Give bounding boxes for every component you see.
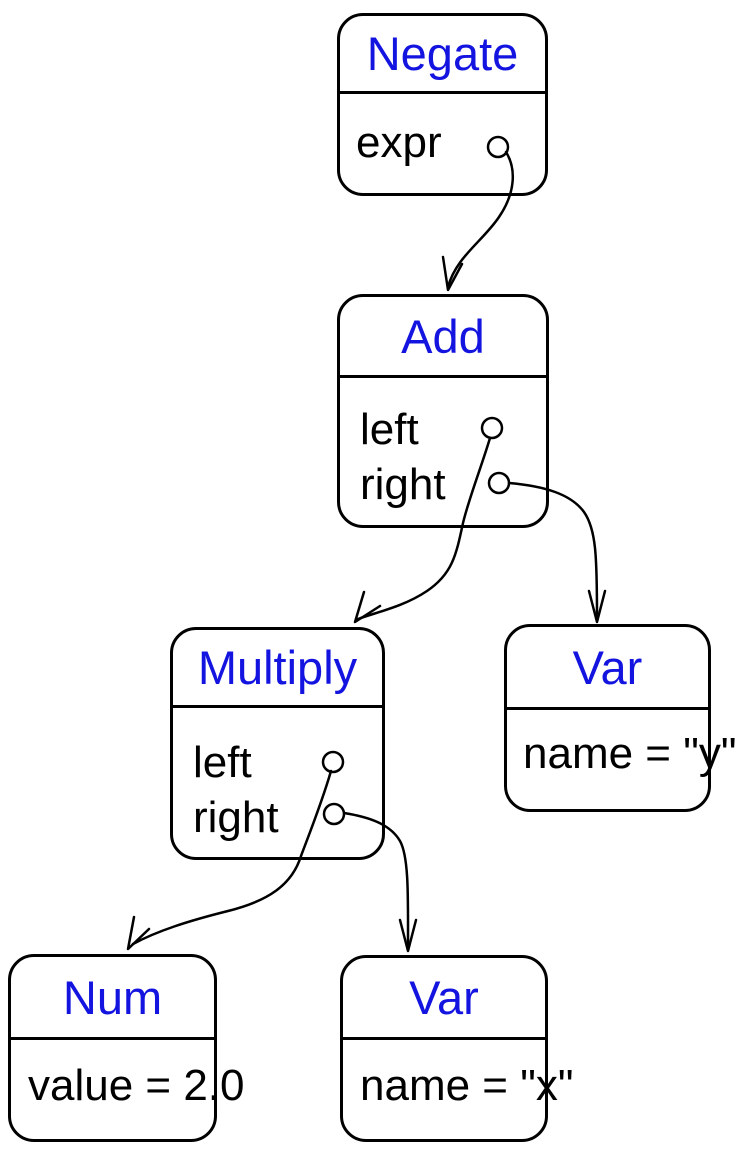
node-multiply: Multiply left right [170,627,385,860]
node-num-fields: value = 2.0 [11,1040,245,1113]
node-var-x-fields: name = "x" [343,1040,573,1113]
node-var-x: Var name = "x" [340,955,573,1142]
node-num: Num value = 2.0 [8,954,245,1142]
node-negate-fields: expr [340,94,545,170]
node-negate-title: Negate [340,16,545,94]
field-right-label: right [360,459,446,509]
field-value-text: value = 2.0 [28,1060,245,1110]
field-name: name = "y" [523,726,736,781]
field-expr: expr [356,115,545,170]
field-name-value: name = "y" [523,728,737,778]
field-name: name = "x" [360,1058,573,1113]
field-name-value: name = "x" [360,1060,574,1110]
arrowhead-icon [398,918,418,953]
field-expr-label: expr [356,117,442,167]
field-right-label: right [193,792,279,842]
field-left-label: left [360,404,419,454]
field-value: value = 2.0 [28,1058,245,1113]
node-var-x-title: Var [343,958,545,1040]
node-add-fields: left right [340,378,546,512]
arrowhead-icon [587,589,607,624]
node-add-title: Add [340,297,546,378]
arrowhead-icon [441,255,464,292]
field-left: left [360,402,546,457]
field-left: left [193,735,382,790]
field-right: right [193,790,382,845]
node-add: Add left right [337,294,549,528]
field-left-label: left [193,737,252,787]
node-multiply-title: Multiply [173,630,382,708]
node-var-y-fields: name = "y" [507,710,736,781]
field-right: right [360,457,546,512]
node-var-y-title: Var [507,627,708,710]
arrowhead-icon [353,590,382,624]
node-var-y: Var name = "y" [504,624,736,812]
arrowhead-icon [126,915,151,951]
node-multiply-fields: left right [173,708,382,845]
node-negate: Negate expr [337,13,548,196]
node-num-title: Num [11,957,214,1040]
